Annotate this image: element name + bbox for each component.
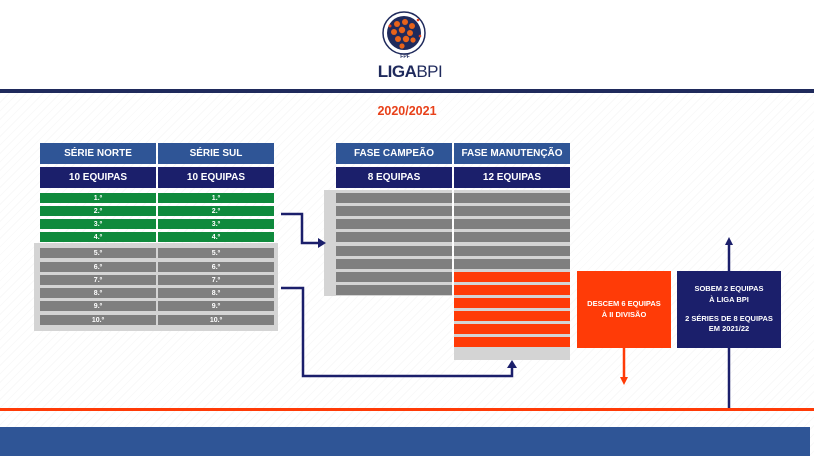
manutencao-relegation-row <box>454 337 570 347</box>
sul-row-7: 7.º <box>158 275 274 285</box>
manutencao-relegation-row <box>454 311 570 321</box>
serie-norte-header: SÉRIE NORTE <box>40 143 156 164</box>
fase-campeao-teams: 8 EQUIPAS <box>336 167 452 188</box>
norte-row-3: 3.º <box>40 219 156 229</box>
sul-row-10: 10.º <box>158 315 274 325</box>
sul-row-9: 9.º <box>158 301 274 311</box>
promotion-line-2: À LIGA BPI <box>709 294 749 304</box>
sul-row-3: 3.º <box>158 219 274 229</box>
manutencao-relegation-row <box>454 324 570 334</box>
norte-row-9: 9.º <box>40 301 156 311</box>
manutencao-relegation-row <box>454 285 570 295</box>
liga-bpi-logo-icon <box>380 10 430 62</box>
campeao-row <box>336 259 452 269</box>
sul-row-5: 5.º <box>158 248 274 258</box>
logo-caption: FPF <box>400 54 410 60</box>
logo-text-sub: BPI <box>416 62 443 81</box>
sul-row-4: 4.º <box>158 232 274 242</box>
arrow-top-to-campeao <box>281 212 318 245</box>
arrow-down-relegation-icon <box>620 377 628 385</box>
manutencao-row <box>454 219 570 229</box>
sul-row-2: 2.º <box>158 206 274 216</box>
relegation-line-1: DESCEM 6 EQUIPAS <box>587 298 661 308</box>
campeao-row <box>336 219 452 229</box>
campeao-row <box>336 246 452 256</box>
fase-manutencao-header: FASE MANUTENÇÃO <box>454 143 570 164</box>
campeao-row <box>336 206 452 216</box>
campeao-row <box>336 193 452 203</box>
manutencao-relegation-row <box>454 272 570 282</box>
campeao-row <box>336 285 452 295</box>
campeao-row <box>336 272 452 282</box>
norte-row-4: 4.º <box>40 232 156 242</box>
serie-sul-header: SÉRIE SUL <box>158 143 274 164</box>
manutencao-row <box>454 193 570 203</box>
norte-row-2: 2.º <box>40 206 156 216</box>
sul-row-6: 6.º <box>158 262 274 272</box>
sul-row-1: 1.º <box>158 193 274 203</box>
manutencao-row <box>454 259 570 269</box>
arrow-bottom-to-manutencao <box>281 286 514 378</box>
relegation-box: DESCEM 6 EQUIPAS À II DIVISÃO <box>577 271 671 348</box>
manutencao-row <box>454 246 570 256</box>
promotion-line-4: EM 2021/22 <box>708 324 750 334</box>
arrow-up-promotion-icon <box>725 237 733 245</box>
season-title: 2020/2021 <box>377 104 437 118</box>
norte-row-6: 6.º <box>40 262 156 272</box>
sul-row-8: 8.º <box>158 288 274 298</box>
arrow-head-campeao-icon <box>318 238 326 248</box>
promotion-line-3: 2 SÉRIES DE 8 EQUIPAS <box>685 313 773 323</box>
fase-manutencao-teams: 12 EQUIPAS <box>454 167 570 188</box>
norte-row-5: 5.º <box>40 248 156 258</box>
serie-norte-teams: 10 EQUIPAS <box>40 167 156 188</box>
norte-row-10: 10.º <box>40 315 156 325</box>
logo-text-main: LIGA <box>377 62 417 81</box>
footer-orange-line <box>0 408 814 411</box>
norte-row-8: 8.º <box>40 288 156 298</box>
arrow-head-manutencao-icon <box>507 360 517 368</box>
fase-campeao-header: FASE CAMPEÃO <box>336 143 452 164</box>
norte-row-7: 7.º <box>40 275 156 285</box>
footer-blue-bar <box>0 427 810 456</box>
promotion-line-1: SOBEM 2 EQUIPAS <box>694 283 764 293</box>
serie-sul-teams: 10 EQUIPAS <box>158 167 274 188</box>
logo-wordmark: LIGABPI <box>370 62 450 82</box>
manutencao-relegation-row <box>454 298 570 308</box>
campeao-row <box>336 232 452 242</box>
header-divider <box>0 89 814 93</box>
norte-row-1: 1.º <box>40 193 156 203</box>
promotion-box: SOBEM 2 EQUIPAS À LIGA BPI 2 SÉRIES DE 8… <box>677 271 781 348</box>
manutencao-row <box>454 232 570 242</box>
manutencao-row <box>454 206 570 216</box>
relegation-line-2: À II DIVISÃO <box>601 309 647 319</box>
